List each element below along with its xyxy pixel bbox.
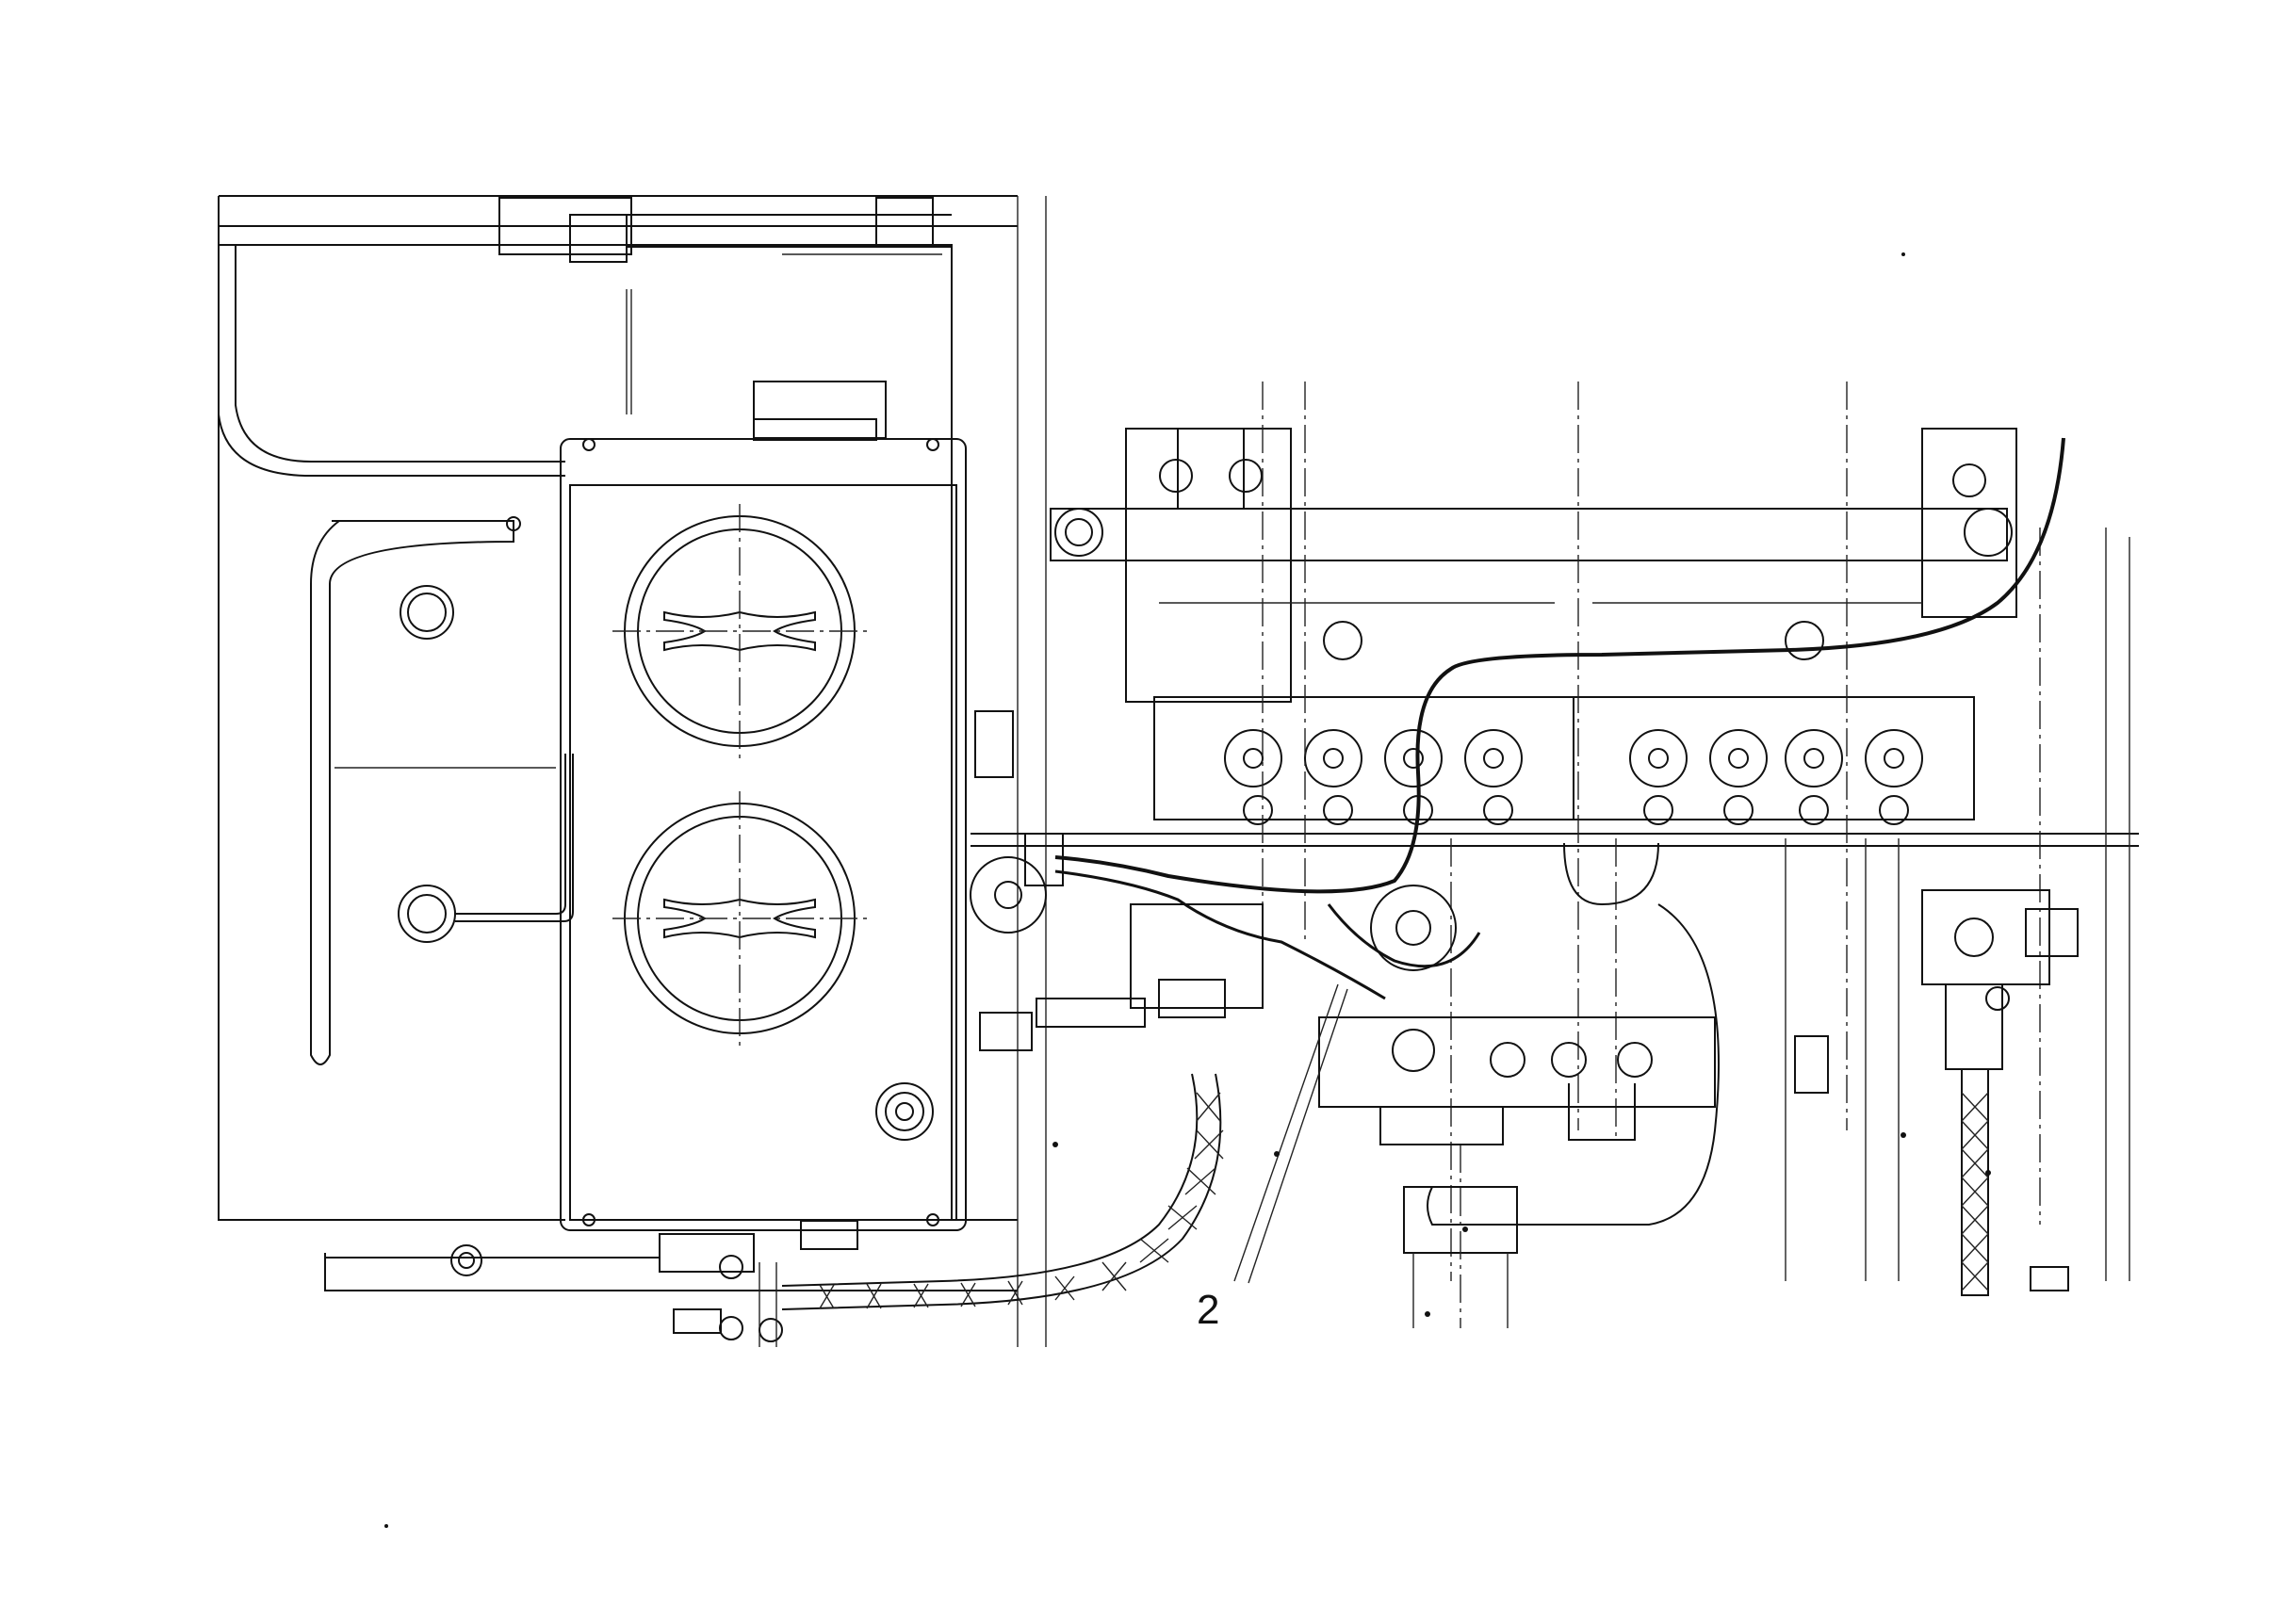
pump-block [970,842,1720,1328]
cam-roller-row [1224,729,1923,788]
port-lower [398,754,574,943]
left-housing [218,195,1047,1347]
lower-rollers [1243,795,1909,825]
drain-plug [875,1082,934,1141]
valve-manifold [971,428,2139,847]
callout-label: 2 [1197,1287,1219,1333]
gearbox-cover [560,418,967,1231]
fittings [384,252,2069,1528]
port-upper [400,585,454,640]
braided-hose-right [1961,1069,1989,1296]
braided-hose-left [781,1073,1224,1310]
right-fitting [1921,889,2079,1070]
sight-glass-lower [612,791,867,1046]
hydraulic-lines [1054,437,2065,1000]
base-bracket [324,1220,1018,1347]
centerlines [1262,382,2130,1281]
callout-2: 2 [1197,983,1348,1333]
sight-glass-upper [612,504,867,758]
